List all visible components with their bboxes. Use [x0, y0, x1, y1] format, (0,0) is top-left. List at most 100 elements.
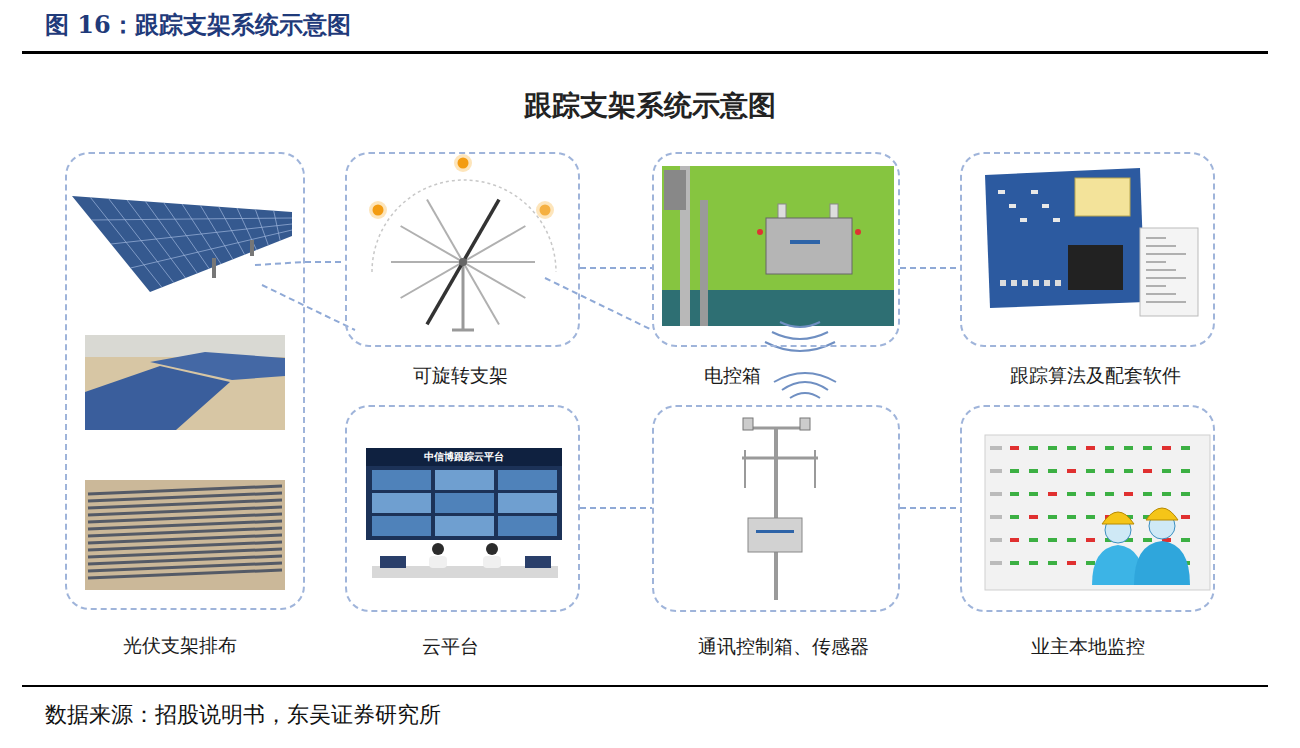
row-label-bar: [990, 492, 1002, 496]
sun: [373, 205, 384, 216]
solar-row: [150, 352, 285, 380]
status-dot: [1010, 469, 1019, 473]
sun: [540, 205, 551, 216]
software-row: [1146, 277, 1186, 279]
status-dot: [1124, 446, 1133, 450]
panel-caption: 云平台: [422, 634, 479, 658]
screen-tile: [498, 470, 557, 490]
wireless-wave: [780, 322, 820, 327]
status-dot: [1181, 538, 1190, 542]
transformer: [1075, 178, 1130, 216]
chip: [1044, 280, 1050, 286]
sun-glow: [369, 201, 387, 219]
dashed-frame: [652, 405, 900, 612]
status-dot: [1143, 469, 1152, 473]
status-dot: [1029, 446, 1038, 450]
panel-current: [427, 200, 499, 325]
status-dot: [1086, 538, 1095, 542]
status-dot: [1086, 446, 1095, 450]
sun: [458, 158, 469, 169]
wireless-wave: [774, 373, 836, 382]
status-dot: [1048, 469, 1057, 473]
image-panel: 云平台: [345, 405, 580, 658]
indicator: [855, 229, 861, 235]
panel-row: [88, 570, 282, 578]
sensor: [743, 418, 753, 430]
screen-tile: [372, 516, 431, 536]
image-panel: 电控箱: [652, 152, 900, 387]
screen-tile: [435, 516, 494, 536]
dashed-connector: [580, 267, 652, 269]
support-post: [250, 240, 254, 256]
dashed-connector: [900, 507, 960, 509]
person-body: [429, 556, 447, 568]
components: [998, 190, 1061, 286]
monitor-screen: [985, 435, 1210, 590]
chip: [1022, 280, 1028, 286]
dashed-frame: [960, 152, 1215, 347]
status-dot: [1105, 446, 1114, 450]
status-dot: [1010, 561, 1019, 565]
status-dot: [1086, 469, 1095, 473]
status-dot: [1105, 492, 1114, 496]
dashed-frame: [960, 405, 1215, 612]
zoom-line: [255, 262, 305, 265]
box-badge: [790, 240, 820, 244]
screen-title-holder: 中信博跟踪云平台: [366, 450, 562, 464]
status-dot: [1086, 515, 1095, 519]
software-row: [1146, 253, 1186, 255]
header-rule: [22, 51, 1268, 54]
operator-body: [1134, 541, 1190, 585]
chip: [1031, 190, 1038, 194]
status-dot: [1162, 446, 1171, 450]
screen-title: 中信博跟踪云平台: [366, 450, 562, 464]
image-panel: 光伏支架排布: [65, 152, 305, 657]
status-dot: [1086, 561, 1095, 565]
dashed-frame: [345, 405, 580, 612]
diagram-title-holder: 跟踪支架系统示意图: [0, 87, 1300, 125]
hard-hat: [1102, 512, 1134, 524]
figure-caption: 图 16：跟踪支架系统示意图: [45, 9, 351, 41]
mount-panel-base: [662, 290, 894, 326]
panel-caption: 电控箱: [704, 363, 761, 387]
chip: [998, 190, 1005, 194]
status-dot: [1143, 492, 1152, 496]
status-dot: [1086, 492, 1095, 496]
dashed-frame: [345, 152, 580, 347]
panel-seam: [92, 218, 293, 220]
status-dot: [1029, 469, 1038, 473]
solar-row: [85, 366, 230, 430]
dashed-connector: [580, 507, 652, 509]
chip: [1020, 218, 1027, 222]
screen-tile: [498, 516, 557, 536]
row-label-bar: [990, 538, 1002, 542]
dashed-connector: [900, 267, 960, 269]
software-row: [1146, 261, 1166, 263]
chip: [1042, 204, 1049, 208]
status-dot: [1010, 446, 1019, 450]
sun-path: [372, 180, 556, 272]
box-badge: [756, 530, 794, 533]
software-lines: [1146, 238, 1186, 302]
monitor: [525, 556, 551, 568]
status-dot: [1048, 492, 1057, 496]
desert-photo: [85, 335, 285, 430]
screen-tile: [435, 470, 494, 490]
sun-glow: [536, 201, 554, 219]
wireless-wave: [772, 332, 828, 339]
status-dot: [1181, 492, 1190, 496]
image-panel: 业主本地监控: [960, 405, 1215, 658]
comm-box: [748, 518, 802, 552]
arm: [742, 457, 818, 460]
dashed-frame: [652, 152, 900, 347]
screen-tile: [435, 493, 494, 513]
plant-aerial-photo: [85, 480, 285, 590]
status-dot: [1048, 515, 1057, 519]
status-dot: [1162, 492, 1171, 496]
status-dot: [1067, 561, 1076, 565]
status-dot: [1048, 446, 1057, 450]
sensor: [800, 418, 810, 430]
software-row: [1146, 269, 1176, 271]
software-row: [1146, 293, 1176, 295]
rod: [814, 450, 816, 488]
